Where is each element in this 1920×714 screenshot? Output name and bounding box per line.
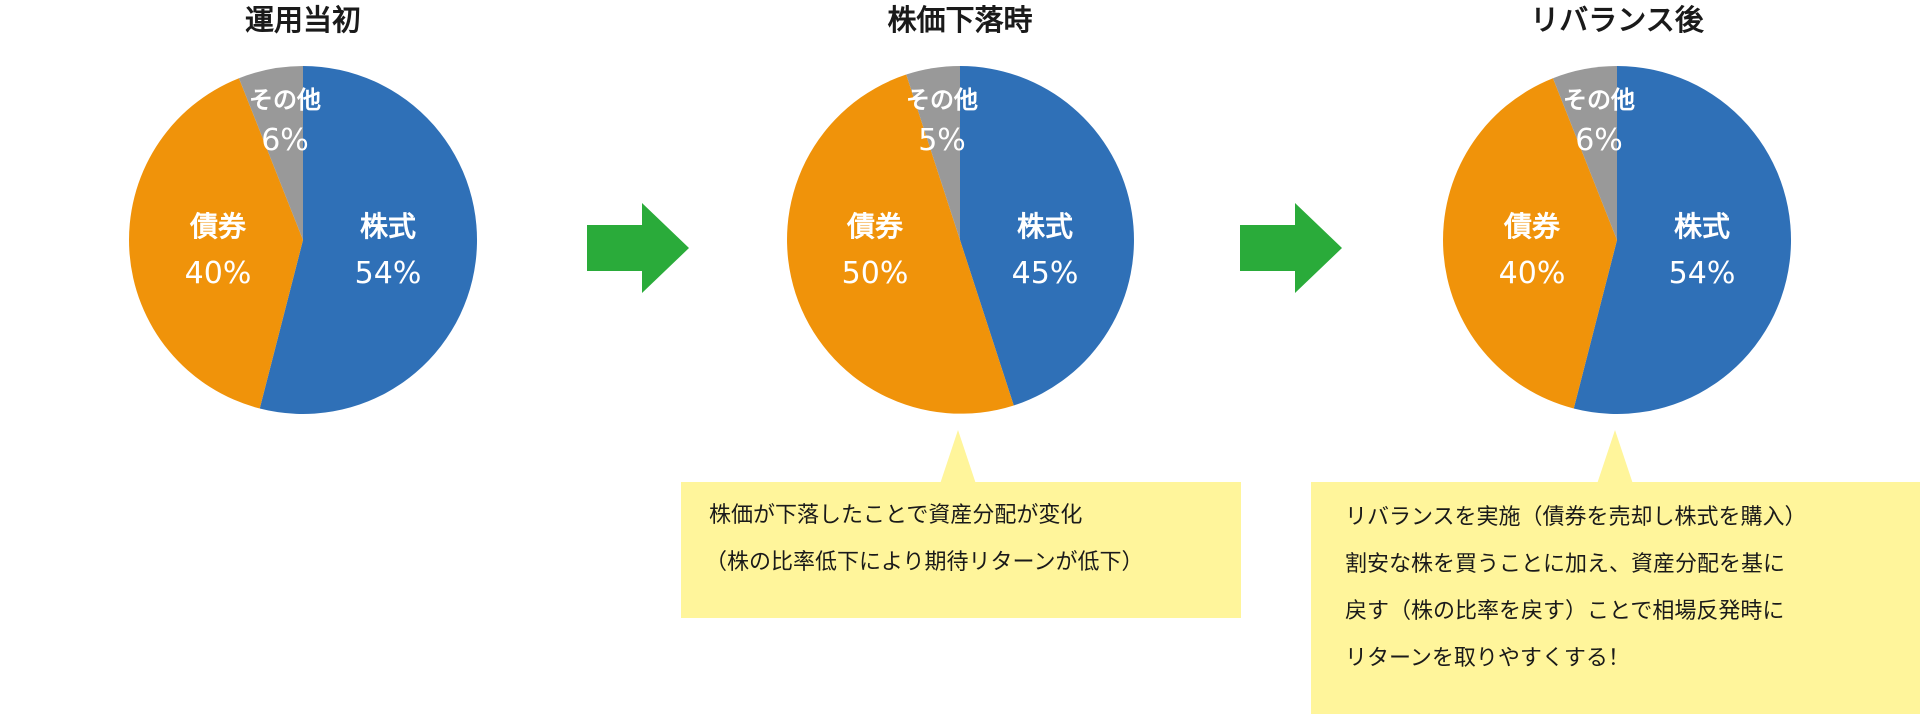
slice-percent-label: 54%	[355, 256, 422, 291]
pie-chart-initial: 株式 54% 債券 40% その他 6%	[129, 66, 478, 414]
chart-title-initial: 運用当初	[244, 3, 361, 37]
callout-line: 戻す（株の比率を戻す）ことで相場反発時に	[1345, 599, 1785, 624]
slice-percent-label: 50%	[842, 256, 909, 291]
pie-slice-bonds	[1443, 78, 1617, 409]
slice-name-label: 株式	[360, 210, 416, 243]
slice-name-label: 債券	[1503, 210, 1561, 243]
pie-slice-stocks	[1573, 66, 1792, 414]
pie-slice-other	[238, 66, 303, 240]
chart-title-rebalanced: リバランス後	[1530, 3, 1704, 37]
callout-line: リバランスを実施（債券を売却し株式を購入）	[1345, 505, 1807, 530]
arrow-right-icon	[1240, 203, 1342, 293]
slice-name-label: その他	[249, 86, 321, 114]
callout-line: 割安な株を買うことに加え、資産分配を基に	[1345, 552, 1786, 577]
callout-pointer	[940, 430, 976, 484]
slice-name-label: 株式	[1017, 210, 1073, 243]
slice-percent-label: 40%	[1499, 256, 1566, 291]
callout-line: （株の比率低下により期待リターンが低下）	[705, 550, 1144, 575]
pie-slice-other	[1552, 66, 1617, 240]
slice-name-label: その他	[1563, 86, 1635, 114]
slice-percent-label: 45%	[1012, 256, 1079, 291]
pie-slice-other	[906, 66, 960, 240]
pie-chart-rebalanced: 株式 54% 債券 40% その他 6%	[1443, 66, 1792, 414]
slice-percent-label: 6%	[261, 123, 309, 158]
slice-name-label: 債券	[189, 210, 247, 243]
slice-name-label: 債券	[846, 210, 904, 243]
slice-percent-label: 40%	[185, 256, 252, 291]
pie-slice-stocks	[259, 66, 478, 414]
pie-chart-decline: 株式 45% 債券 50% その他 5%	[787, 66, 1134, 414]
slice-percent-label: 54%	[1669, 256, 1736, 291]
slice-name-label: 株式	[1674, 210, 1730, 243]
callout-rebalance-note: リバランスを実施（債券を売却し株式を購入） 割安な株を買うことに加え、資産分配を…	[1311, 482, 1920, 714]
chart-title-decline: 株価下落時	[887, 3, 1033, 37]
callout-pointer	[1597, 430, 1633, 484]
slice-percent-label: 5%	[918, 123, 966, 158]
slice-percent-label: 6%	[1575, 123, 1623, 158]
pie-slice-bonds	[129, 78, 303, 409]
slice-name-label: その他	[906, 86, 978, 114]
callout-line: リターンを取りやすくする！	[1345, 646, 1630, 671]
pie-slice-stocks	[960, 66, 1134, 406]
callout-line: 株価が下落したことで資産分配が変化	[709, 503, 1083, 528]
callout-decline-note: 株価が下落したことで資産分配が変化 （株の比率低下により期待リターンが低下）	[681, 482, 1241, 618]
pie-slice-bonds	[787, 74, 1014, 414]
arrow-right-icon	[587, 203, 689, 293]
